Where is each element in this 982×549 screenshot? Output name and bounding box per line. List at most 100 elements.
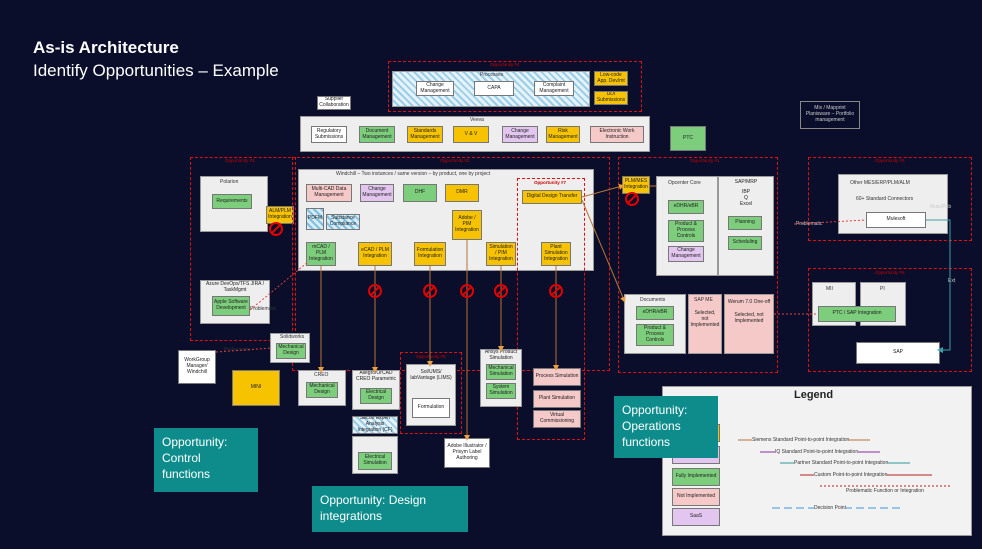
mulesoft-box[interactable]: Mulesoft xyxy=(866,212,926,228)
opportunity-6-label: Opportunity #6 xyxy=(875,270,905,275)
opportunity-4-region xyxy=(388,61,642,112)
allegro-elec-design[interactable]: Electrical Design xyxy=(360,388,392,404)
problem-icon xyxy=(460,284,474,298)
problem-icon xyxy=(494,284,508,298)
silicon-elec-sim[interactable]: Electrical Simulation xyxy=(358,452,392,470)
creo-title: CREO xyxy=(314,372,329,378)
sol-formulation[interactable]: Formulation xyxy=(412,398,450,418)
legend-custom: Custom Point-to-point Integration xyxy=(814,472,888,478)
process-capa[interactable]: CAPA xyxy=(474,81,514,96)
opportunity-4-label: Opportunity #4 xyxy=(490,62,520,67)
plant-simulation-integration[interactable]: Plant Simulation Integration xyxy=(541,242,571,266)
legend-iq: IQ Standard Point-to-point Integration xyxy=(775,449,859,455)
sap-scheduling[interactable]: Scheduling xyxy=(728,236,762,250)
veeva-change-mgmt[interactable]: Change Management xyxy=(502,126,538,143)
multicad-data-mgmt[interactable]: Multi-CAD Data Management xyxy=(306,184,352,202)
veeva-vv[interactable]: V & V xyxy=(453,126,489,143)
opportunity-5-label: Opportunity #5 xyxy=(875,158,905,163)
azure-title: Azure DevOps/TFS JIRA / TaskMgmt xyxy=(205,281,265,293)
opcenter-change-mgmt[interactable]: Change Management xyxy=(668,246,704,262)
adobe-illustrator-prisym[interactable]: Adobe Illustrator / Prisym Label Authori… xyxy=(444,438,490,468)
opcenter-product-process[interactable]: Product & Process Controls xyxy=(668,220,704,242)
processes-title: Processes xyxy=(480,72,504,78)
windchill-title: Windchill – Two instances / same version… xyxy=(336,171,491,177)
formulation-integration[interactable]: Formulation Integration xyxy=(414,242,446,266)
veeva-standards[interactable]: Standards Management xyxy=(407,126,443,143)
ptc-sap-integration[interactable]: PTC / SAP Integration xyxy=(818,306,896,322)
process-change-mgmt[interactable]: Change Management xyxy=(416,81,454,96)
mini-box[interactable]: MINI xyxy=(232,370,280,406)
substance-compliance[interactable]: Substance Compliance xyxy=(326,214,360,230)
opportunity-1-region xyxy=(618,157,778,373)
legend-fully-implemented: Fully Implemented xyxy=(672,468,720,486)
opportunity-3-region xyxy=(190,157,296,341)
adobe-pim-integration[interactable]: Adobe / PIM Integration xyxy=(452,210,482,240)
pi-label: PI xyxy=(880,286,885,292)
legend-saas: SaaS xyxy=(672,508,720,526)
opportunity-1-label: Opportunity #1 xyxy=(690,158,720,163)
creo-mech-design[interactable]: Mechanical Design xyxy=(306,382,338,398)
solidworks-mech-design[interactable]: Mechanical Design xyxy=(276,343,306,359)
silicon-expert[interactable]: Silicon Expert Analysis Integration (CF) xyxy=(352,416,398,434)
opportunity-5-region xyxy=(808,157,972,241)
plant-simulation[interactable]: Plant Simulation xyxy=(533,390,581,408)
other-mes-sub: 60+ Standard Connectors xyxy=(856,196,914,202)
opcenter-title: Opcenter Core xyxy=(668,180,701,186)
virtual-commissioning[interactable]: Virtual Commissioning xyxy=(533,410,581,428)
polarion-title: Polarion xyxy=(220,179,239,185)
dmr-box[interactable]: DMR xyxy=(445,184,479,202)
legend-siemens: Siemens Standard Point-to-point Integrat… xyxy=(752,437,850,443)
sap-box[interactable]: SAP xyxy=(856,342,940,364)
simulation-pim-integration[interactable]: Simulation / PIM Integration xyxy=(486,242,516,266)
opportunity-8-label: Opportunity #8 xyxy=(416,354,446,359)
solidworks-title: Solidworks xyxy=(280,334,305,340)
udi-submissions[interactable]: UDI Submissions xyxy=(594,91,628,105)
page-title: As-is Architecture xyxy=(33,38,179,57)
opcenter-edhr[interactable]: eDHR/eBR xyxy=(668,200,704,214)
allegro-title: Allegro/OrCAD CREO Parametric xyxy=(355,371,396,382)
requirements-box[interactable]: Requirements xyxy=(212,194,252,209)
legend-decision: Decision Point xyxy=(814,505,846,511)
documents-product-process[interactable]: Product & Process Controls xyxy=(636,324,674,346)
problem-icon xyxy=(423,284,437,298)
sap-planning[interactable]: Planning xyxy=(728,216,762,230)
veeva-risk-mgmt[interactable]: Risk Management xyxy=(546,126,580,143)
ansys-sys-sim[interactable]: System Simulation xyxy=(486,383,516,399)
page-subtitle: Identify Opportunities – Example xyxy=(33,61,279,80)
mii-label: MII xyxy=(826,286,833,292)
alm-plm-integration[interactable]: ALM/PLM Integration xyxy=(266,206,294,224)
opportunity-2-label: Opportunity #2 xyxy=(440,158,470,163)
supplier-collaboration[interactable]: Supplier Collaboration xyxy=(317,96,351,110)
sap-me-title: SAP ME xyxy=(694,297,713,303)
legend-partner: Partner Standard Point-to-point Integrat… xyxy=(794,460,889,466)
sap-me-sub: Selected, not Implemented xyxy=(690,310,720,330)
mcad-plm-integration[interactable]: mCAD / PLM Integration xyxy=(306,242,336,266)
apple-software-dev[interactable]: Apple Software Development xyxy=(212,296,250,316)
documents-edhr[interactable]: eDHR/eBR xyxy=(636,306,674,320)
veeva-regulatory[interactable]: Regulatory Submissions xyxy=(311,126,347,143)
sap-mrp-sub: IBP Q Excel xyxy=(739,189,753,207)
opportunity-7-region xyxy=(517,178,585,440)
lowcode-app-dev[interactable]: Low-code App. Dev/mt xyxy=(594,71,628,86)
process-complaint[interactable]: Complaint Management xyxy=(534,81,574,96)
legend-title: Legend xyxy=(794,389,834,401)
pdfm-box[interactable]: PDFM xyxy=(306,208,324,230)
ecad-plm-integration[interactable]: eCAD / PLM Integration xyxy=(358,242,392,266)
workgroup-manager[interactable]: WorkGroup Manager/ Windchill xyxy=(178,350,216,384)
veeva-ewi[interactable]: Electronic Work Instruction xyxy=(590,126,644,143)
callout-design-integrations: Opportunity: Design integrations xyxy=(312,486,468,532)
legend-not-implemented: Not Implemented xyxy=(672,488,720,506)
veeva-document-mgmt[interactable]: Document Management xyxy=(359,126,395,143)
ansys-title: Ansys Product Simulation xyxy=(484,350,518,361)
digital-design-transfer[interactable]: Digital Design Transfer xyxy=(522,190,582,204)
callout-control-functions: Opportunity: Control functions xyxy=(154,428,258,492)
other-mes-title: Other MES/ERP/PLM/ALM xyxy=(850,180,910,186)
problematic-label-1: Problematic xyxy=(250,306,277,312)
ptc-box[interactable]: PTC xyxy=(670,126,706,151)
windchill-change-mgmt[interactable]: Change Management xyxy=(360,184,394,202)
opportunity-7-label: Opportunity #7 xyxy=(534,180,567,185)
ansys-mech-sim[interactable]: Mechanical Simulation xyxy=(486,364,516,380)
dhf-box[interactable]: DHF xyxy=(403,184,437,202)
problem-icon xyxy=(368,284,382,298)
